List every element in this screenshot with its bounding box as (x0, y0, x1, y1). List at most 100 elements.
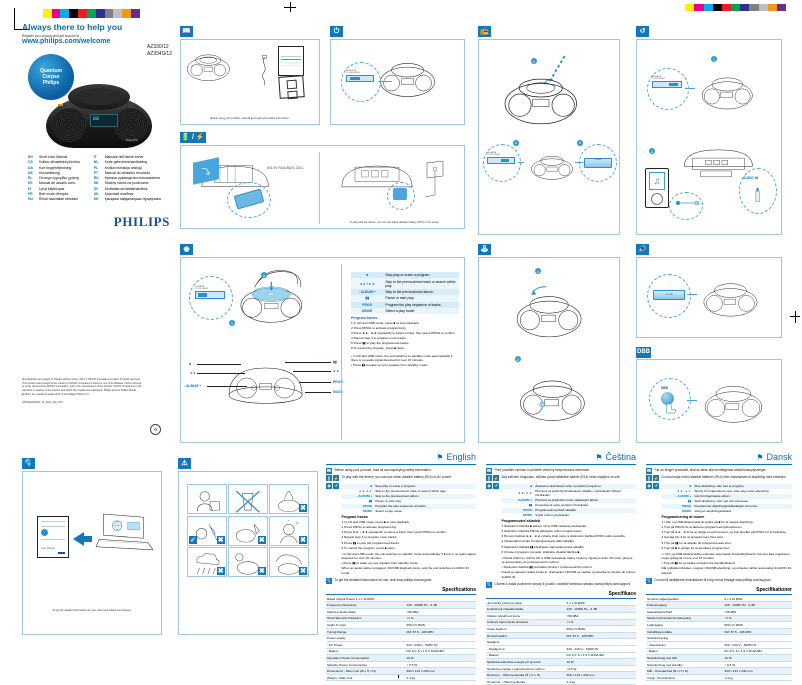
disc-panel-body: 2 SOURCE CD USB FM AUX 1 ■ ◄◄ - ALBUM + (180, 257, 465, 443)
program-tracks-title: Program tracks (351, 315, 378, 320)
program-steps-cestina: 1 Stisknutím tlačítka ■ během CD a USB z… (502, 524, 637, 579)
color-swatch (78, 9, 87, 18)
no-liquid-pictogram (235, 490, 261, 513)
table-row: Spotřeba energie v pohotovostním režimu<… (486, 665, 636, 673)
spec-value: 10 W (565, 658, 636, 666)
color-swatch (69, 9, 79, 18)
spec-key: Indstillingsområde (646, 628, 724, 636)
mp3-player-illustration: ♫ (645, 168, 669, 208)
warning-cell-no-sharp-objects: ✖ (228, 515, 268, 546)
disc-step-marker-2: 2 (261, 272, 267, 278)
no-heat-pictogram (280, 519, 299, 543)
control-key: ◄◄ , ►► (676, 489, 692, 494)
spec-value: < 0.5 W (405, 661, 476, 669)
control-key: MODE (362, 509, 373, 514)
table-row: ■Stop afspilning, eller slet et program. (661, 483, 792, 489)
spec-key: Odstup sišnálů od šumu (486, 612, 566, 620)
color-swatch (34, 9, 43, 18)
model-2: AZ334S/12 (146, 50, 172, 57)
spec-value: DC 9 V, 6 x 1.5 V R14/UM2 (405, 648, 476, 656)
audio-source-callout (647, 68, 689, 110)
spec-value: 10 W (723, 654, 792, 662)
panel-remote: 🕹 1 2 (478, 238, 620, 443)
color-swatch (712, 4, 722, 11)
spec-key: - Batteri (646, 648, 724, 656)
list-item: 2 Press PROG to activate programming. (351, 325, 407, 330)
control-key: - ALBUM + (356, 494, 373, 499)
table-row: Strømforbrug ved standby< 0,5 W (646, 661, 792, 669)
control-desc: Skip to the previous/next track or searc… (375, 489, 447, 494)
spec-title: Specifikationer (646, 587, 792, 595)
control-desc: Skip to the previous/next album. (375, 494, 420, 499)
usb-icon: ↺ (653, 482, 659, 489)
panel-web-manual: 🌎 User Manual To get the detailed instru… (22, 452, 162, 635)
panel-safety: 📖 Before using your product, rea (180, 20, 320, 125)
remote-panel-body: 1 2 (478, 257, 620, 443)
dbb-lead (687, 400, 697, 401)
lang-text: Before using your product, read all acco… (334, 467, 432, 472)
note-item: • Pokud přístroj v režimu CD a USB nedet… (501, 555, 633, 565)
volume-knob-callout (647, 274, 691, 318)
lang-line-safety: 📖 Før du bruger produktet, skal du læse … (646, 467, 792, 474)
table-row: ◄◄ / ►►Skip to the previous/next track o… (351, 278, 459, 289)
program-steps-dansk: 1 I CD- og USB-tilstand skal du trykke p… (662, 520, 793, 575)
volume-icon: 🔊 (636, 244, 649, 255)
panel-volume: 🔊 VOLUME (636, 238, 782, 338)
safety-panel-body: Before using your product, read all acco… (180, 39, 320, 125)
warning-cell-keep-away-from-ear (187, 484, 227, 514)
list-item: 4 Gentag trin 3 for at programmere flere… (661, 535, 724, 540)
control-key: ■ (689, 484, 692, 489)
cover-url[interactable]: www.philips.com/welcome (22, 38, 111, 45)
spec-title: Specifications (326, 587, 476, 595)
panel-warnings: ⚠ ✖ (178, 452, 318, 635)
language-section-dansk: ⚑ Dansk 📖 Før du bruger produktet, skal … (646, 452, 793, 682)
table-row: Total Harmonic Distortion<1 % (326, 615, 476, 623)
control-key: ■ (366, 273, 369, 278)
control-key: PROG (362, 302, 373, 307)
spec-key: - Napájení st (486, 645, 566, 653)
color-swatch (758, 4, 768, 11)
volume-panel-body: VOLUME (636, 257, 782, 338)
control-key: ▮▮ (368, 499, 373, 504)
spec-key: Tuning Range (326, 628, 406, 636)
audio-in-jack-callout (739, 168, 777, 214)
philips-logo: PHILIPS (113, 214, 170, 229)
control-legend-table: ■Stop play or erase a program. ◄◄ / ►►Sk… (351, 272, 459, 315)
audio-in-top-illustration (701, 77, 753, 110)
lead-prev (197, 373, 245, 374)
bookmark-icon: ⚑ (756, 452, 764, 462)
lang-text: Du kan få detaljerede instruktioner til … (654, 577, 772, 582)
spec-value: <1 % (405, 615, 476, 623)
battery-spec-label: 6X1.5V R14/UM2/C CELL (267, 166, 304, 170)
spec-key: Celkové harmonické zkreslení (486, 619, 566, 627)
cover-panel: Always there to help you Register your p… (22, 22, 172, 237)
color-swatch (42, 9, 52, 18)
tuner-step-marker-3: 3 (577, 140, 583, 146)
color-swatch (703, 4, 713, 11)
battery-caption: To play with the device, you can use eit… (349, 220, 440, 224)
no-rain-pictogram (196, 553, 220, 575)
tuning-knob-closeup: TUNING (584, 158, 612, 168)
lang-control-block: ◉↺ ■Stop afspilning, eller slet et progr… (646, 482, 793, 576)
dbb-icon: DBB (636, 346, 651, 358)
spec-key: Spotřeba energie v pohotovostním režimu (486, 665, 566, 673)
program-title: Programmering af numre (661, 515, 705, 520)
language-section-cestina: ⚑ Čeština 📖 Před použitím výrobku si pře… (486, 452, 637, 685)
lead-play (285, 362, 331, 363)
print-color-bar-right (676, 4, 787, 11)
list-item: 4 Repeat step 3 to program more tracks. (351, 335, 407, 340)
warning-cell-no-heat: ✖ (269, 515, 309, 546)
warning-cell-no-sunlight: ✖ (228, 547, 268, 577)
spec-value: 125 - 16000 Hz, -3 dB (723, 601, 792, 609)
lead-next (293, 371, 331, 372)
control-desc: Start afspilning, eller sæt den på pause… (694, 499, 749, 504)
control-key: ■ (370, 484, 373, 489)
audio-in-rear-illustration (684, 149, 753, 178)
control-key: - ALBUM + (358, 289, 376, 294)
